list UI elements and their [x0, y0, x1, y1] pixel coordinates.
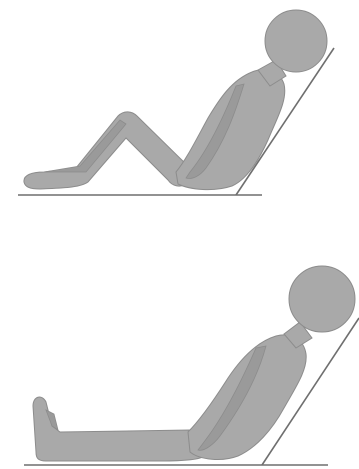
leg-bent [24, 112, 192, 189]
head [289, 266, 355, 332]
legs-extended [33, 397, 204, 461]
head [265, 10, 327, 72]
panel-legs-extended [0, 230, 359, 469]
panel-knees-bent [0, 0, 359, 230]
panel-legs-extended-svg [0, 230, 359, 469]
panel-knees-bent-svg [0, 0, 359, 230]
